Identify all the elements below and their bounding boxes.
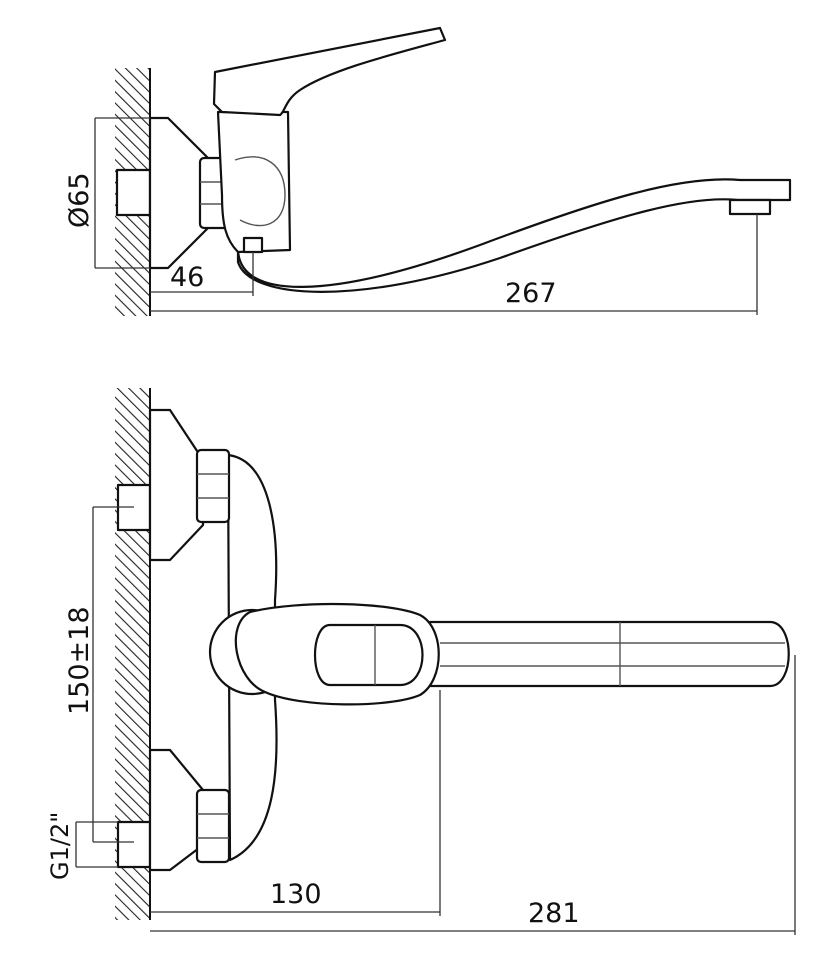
lower-nut [195,788,231,864]
dimension-offset: 46 [150,252,254,296]
wall-inlet [115,168,152,217]
handle-reach-label: 130 [270,879,322,910]
front-spout-reach-label: 281 [528,898,580,929]
top-view: Ø65 46 267 [64,26,792,316]
dimension-handle-reach: 130 [150,690,441,916]
lever-handle [212,26,447,117]
dimension-thread: G1/2" [46,812,118,880]
faucet-body [216,110,292,254]
top-spout-reach-label: 267 [505,278,557,309]
upper-nut [195,448,231,524]
aerator [728,198,772,216]
lower-inlet [116,820,152,869]
spout [236,178,792,293]
dimension-top-spout-reach: 267 [150,214,758,315]
dimension-front-spout-reach: 281 [150,655,796,935]
upper-flange [148,408,205,562]
spout [428,620,790,688]
dimension-diameter: Ø65 [64,117,150,269]
lever-window [313,623,424,687]
thread-label: G1/2" [46,812,74,880]
lower-flange [148,748,205,872]
front-view: 150±18 G1/2" 130 281 [46,388,796,935]
cartridge-nut [242,236,264,254]
offset-label: 46 [170,262,204,293]
inlet-spacing-label: 150±18 [64,606,95,715]
diameter-label: Ø65 [64,172,95,228]
dimension-inlet-spacing: 150±18 [64,506,134,843]
